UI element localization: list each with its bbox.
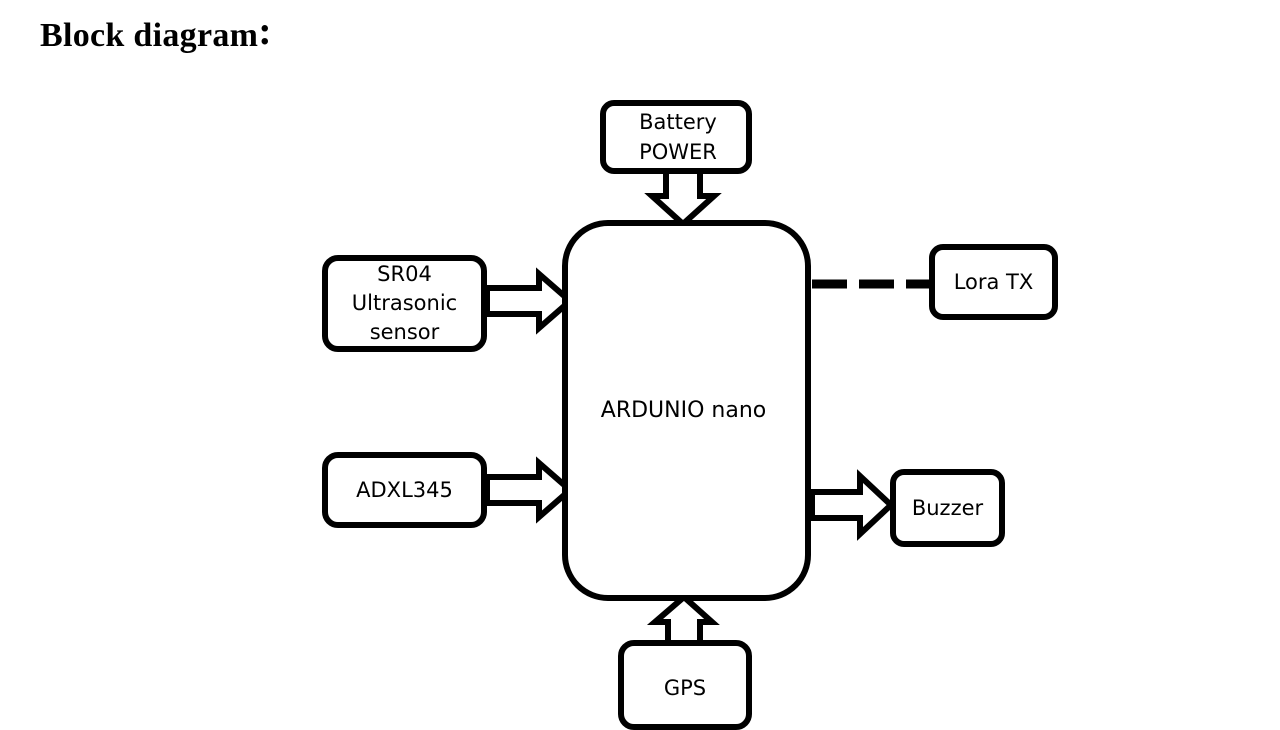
page-title: Block diagram: [40,10,272,57]
node-label: Lora TX [953,270,1034,294]
node-label: GPS [663,676,707,700]
arrow-sr04-to-mcu [484,267,575,335]
node-label: SR04 Ultrasonic sensor [351,262,458,344]
node-battery-power[interactable]: Battery POWER [600,100,752,174]
node-label: Battery POWER [639,110,717,164]
node-label: ADXL345 [356,478,453,502]
node-lora-tx[interactable]: Lora TX [929,244,1058,320]
node-label: ARDUNIO nano [600,397,767,423]
page-title-colon: : [258,8,272,53]
arrow-gps-to-mcu [646,593,720,649]
node-sr04-ultrasonic-sensor[interactable]: SR04 Ultrasonic sensor [322,255,487,352]
arrow-mcu-to-buzzer [809,469,896,541]
node-label: Buzzer [911,496,984,520]
node-buzzer[interactable]: Buzzer [890,469,1005,547]
page-title-text: Block diagram [40,17,259,54]
node-gps[interactable]: GPS [618,640,752,730]
node-ardunio-nano[interactable]: ARDUNIO nano [562,220,811,601]
node-adxl345[interactable]: ADXL345 [322,452,487,528]
arrow-battery-to-mcu [644,167,722,229]
arrow-adxl-to-mcu [484,456,575,524]
